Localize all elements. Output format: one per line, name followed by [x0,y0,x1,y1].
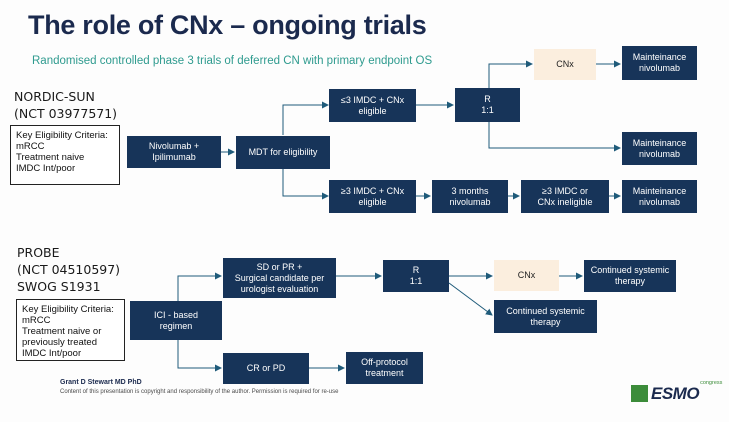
logo-sub: congress [700,380,723,386]
criteria-line: Key Eligibility Criteria: [22,304,114,315]
nordic-sun-trial-name: NORDIC-SUN (NCT 03977571) [14,88,117,122]
node-label: Continued systemic [506,305,585,316]
node-cnx-probe: CNx [494,260,559,291]
node-label: Ipilimumab [152,152,196,162]
criteria-line: Treatment naive or [22,326,102,337]
node-cnx-nordic: CNx [534,49,596,80]
nordic-name-line: NORDIC-SUN [14,89,95,104]
node-label: SD or PR + [256,261,303,272]
slide-title: The role of CNx – ongoing trials [28,10,427,40]
criteria-line: IMDC Int/poor [22,348,82,359]
probe-nct-line: (NCT 04510597) [17,262,121,277]
criteria-line: mRCC [16,141,45,152]
node-label: regimen [159,320,193,331]
node-nivolumab-ipilimumab: Nivolumab +Ipilimumab [127,136,221,168]
node-label: ≥3 IMDC or [542,185,588,196]
node-label: Nivolumab + [148,141,200,151]
node-label: Surgical candidate per [234,272,325,283]
criteria-line: previously treated [22,337,97,348]
node-label: MDT for eligibility [248,147,318,157]
node-label: 1:1 [409,276,423,286]
probe-eligibility-box: Key Eligibility Criteria: mRCC Treatment… [16,299,125,361]
logo-word: ESMO [651,384,700,403]
node-label: nivolumab [638,148,680,159]
node-label: Mainteinance [632,137,687,148]
node-label: treatment [365,368,404,378]
criteria-line: IMDC Int/poor [16,163,76,174]
node-label: CNx [517,270,536,280]
node-label: nivolumab [638,63,680,73]
node-label: therapy [530,316,561,327]
node-label: Off-protocol [361,357,408,367]
logo-mark-icon [631,385,648,402]
node-label: R [412,265,420,275]
node-label: nivolumab [638,196,680,207]
node-label: 3 months [451,185,489,196]
footer-copyright-note: Content of this presentation is copyrigh… [60,389,339,395]
node-label: eligible [358,105,387,116]
node-label: CR or PD [246,363,286,373]
node-label: ≥3 IMDC + CNx [340,185,405,196]
node-label: CNx [556,59,574,69]
node-label: Mainteinance [632,185,687,196]
criteria-line: Key Eligibility Criteria: [16,130,108,141]
nordic-nct-line: (NCT 03977571) [14,106,118,121]
criteria-line: mRCC [22,315,51,326]
node-mdt-eligibility: MDT for eligibility [236,136,330,169]
node-label: Mainteinance [632,52,687,62]
node-label: CNx ineligible [537,196,593,207]
footer-author: Grant D Stewart MD PhD [60,379,142,386]
node-label: ≤3 IMDC + CNx [340,94,405,105]
node-cr-or-pd: CR or PD [223,353,309,384]
node-label: therapy [614,276,645,286]
slide-subtitle: Randomised controlled phase 3 trials of … [32,55,433,67]
criteria-line: Treatment naive [16,152,85,163]
node-label: Continued systemic [590,265,670,275]
node-label: 1:1 [481,105,494,115]
esmo-congress-logo: ESMO congress [631,380,722,402]
probe-name-line: PROBE [17,245,60,260]
node-label: R [484,94,491,104]
probe-trial-name: PROBE (NCT 04510597) SWOG S1931 [17,244,120,295]
nordic-eligibility-box: Key Eligibility Criteria: mRCC Treatment… [10,125,120,185]
node-label: urologist evaluation [240,283,319,294]
node-label: eligible [358,196,387,207]
node-label: nivolumab [449,196,491,207]
probe-swog-line: SWOG S1931 [17,279,101,294]
node-label: ICI - based [153,309,199,320]
